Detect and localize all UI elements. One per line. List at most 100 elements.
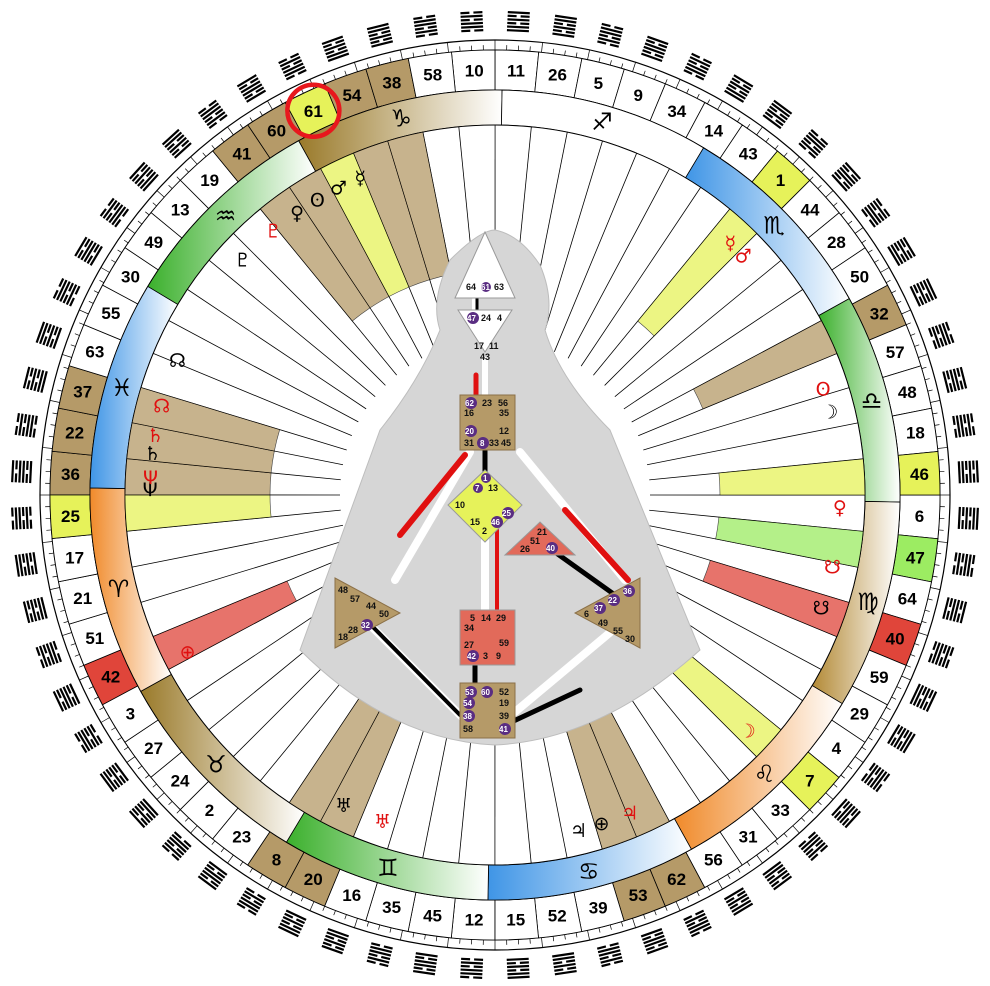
gate-label: 45	[501, 438, 511, 448]
gate-number: 43	[739, 145, 758, 164]
gate-label: 13	[488, 483, 498, 493]
gate-label: 56	[498, 398, 508, 408]
planet-glyph: ♇	[234, 250, 251, 272]
hexagram-icon	[197, 99, 228, 129]
activation-ray	[693, 320, 838, 410]
activation-ray	[131, 387, 281, 452]
gate-number: 22	[65, 424, 84, 443]
gate-number: 13	[171, 201, 190, 220]
hexagram-icon	[927, 640, 955, 669]
gate-number: 19	[200, 171, 219, 190]
gate-label: 50	[379, 609, 389, 619]
gate-label: 20	[465, 427, 474, 436]
hexagram-icon	[197, 860, 228, 891]
planet-glyph: ♃	[570, 820, 587, 842]
hexagram-icon	[236, 887, 266, 916]
gate-number: 33	[771, 801, 790, 820]
hexagram-icon	[366, 942, 393, 968]
gate-label: 15	[470, 517, 480, 527]
gate-number: 4	[832, 739, 842, 758]
gate-number: 38	[382, 74, 401, 93]
gate-label: 44	[366, 601, 376, 611]
hexagram-icon	[640, 928, 669, 955]
gate-number: 64	[898, 589, 917, 608]
root-gate-labels: 53 60 52 54 19 38 39 58 41	[463, 686, 511, 735]
gate-label: 54	[463, 699, 472, 708]
gate-number: 31	[739, 827, 758, 846]
gate-label: 64	[466, 282, 476, 292]
zodiac-sign-glyph: ♋	[578, 857, 600, 885]
gate-number: 37	[73, 383, 92, 402]
hexagram-icon	[723, 887, 754, 916]
head-gate-labels: 64 61 63	[466, 282, 504, 292]
gate-label: 49	[598, 618, 608, 628]
gate-number: 51	[85, 629, 104, 648]
gate-number: 7	[805, 771, 814, 790]
gate-label: 57	[350, 594, 360, 604]
hexagram-icon	[278, 52, 307, 81]
planet-glyph: ☊	[153, 396, 170, 418]
gate-label: 3	[483, 651, 488, 661]
gate-number: 40	[886, 629, 905, 648]
activation-ray	[702, 559, 850, 638]
planet-glyph: ♃	[621, 803, 638, 825]
hexagram-icon	[366, 22, 394, 48]
gate-label: 23	[482, 398, 492, 408]
gate-number: 25	[61, 507, 80, 526]
planet-glyph: ☊	[169, 350, 186, 372]
hexagram-icon	[798, 831, 829, 862]
gate-label: 53	[465, 688, 474, 697]
planet-glyph: Ψ	[143, 479, 158, 501]
gate-number: 48	[898, 383, 917, 402]
gate-number: 20	[304, 870, 323, 889]
gate-number: 24	[171, 771, 190, 790]
gate-number: 6	[915, 507, 924, 526]
hexagram-icon	[957, 460, 979, 484]
gate-number: 5	[594, 74, 603, 93]
zodiac-sign-glyph: ♑	[390, 105, 412, 133]
gate-label: 41	[499, 725, 508, 734]
channels	[366, 296, 631, 728]
gate-number: 55	[101, 304, 120, 323]
planet-glyphs: ♇♇♀ʘ♂☿☿♂ʘ☽♀☋☋☽♃♃⊕♅♅⊕♄♄ΨΨ☊☊	[143, 167, 847, 841]
gate-label: 16	[464, 408, 474, 418]
gate-label: 35	[499, 408, 509, 418]
gate-number: 9	[634, 86, 643, 105]
hexagram-icon	[278, 909, 307, 938]
gate-label: 55	[613, 626, 623, 636]
gate-label: 46	[491, 518, 500, 527]
gate-label: 26	[520, 544, 530, 554]
planet-glyph: ♄	[147, 425, 164, 447]
zodiac-sign-glyph: ♎	[861, 387, 883, 415]
zodiac-sign-glyph: ♏	[763, 211, 785, 239]
gate-label: 18	[338, 632, 348, 642]
gate-label: 58	[463, 724, 473, 734]
gate-number: 2	[205, 801, 214, 820]
gate-number: 59	[870, 668, 889, 687]
gate-number: 57	[886, 343, 905, 362]
gate-number: 15	[506, 910, 525, 929]
gate-number: 28	[827, 233, 846, 252]
planet-glyph: ʘ	[816, 378, 831, 400]
gate-label: 10	[455, 500, 465, 510]
gate-label: 27	[464, 640, 474, 650]
gate-number: 49	[144, 233, 163, 252]
gate-number: 3	[126, 704, 135, 723]
hexagram-icon	[506, 11, 530, 33]
hexagram-icon	[860, 762, 891, 793]
hexagram-icon	[128, 798, 159, 829]
solar-plexus-center	[573, 577, 641, 649]
hexagram-icon	[506, 957, 530, 979]
gate-number: 12	[465, 910, 484, 929]
gate-label: 40	[546, 544, 555, 553]
sacral-gate-labels: 5 14 29 34 59 27 42 3 9	[464, 613, 509, 662]
activation-ray	[715, 516, 864, 568]
planet-glyph: ʘ	[310, 189, 325, 211]
gate-label: 5	[470, 613, 475, 623]
hexagram-icon	[928, 321, 955, 350]
activation-ray	[152, 580, 297, 670]
gate-label: 22	[608, 596, 617, 605]
hexagram-icon	[460, 11, 484, 33]
gate-number: 58	[423, 66, 442, 85]
hexagram-icon	[14, 552, 38, 577]
